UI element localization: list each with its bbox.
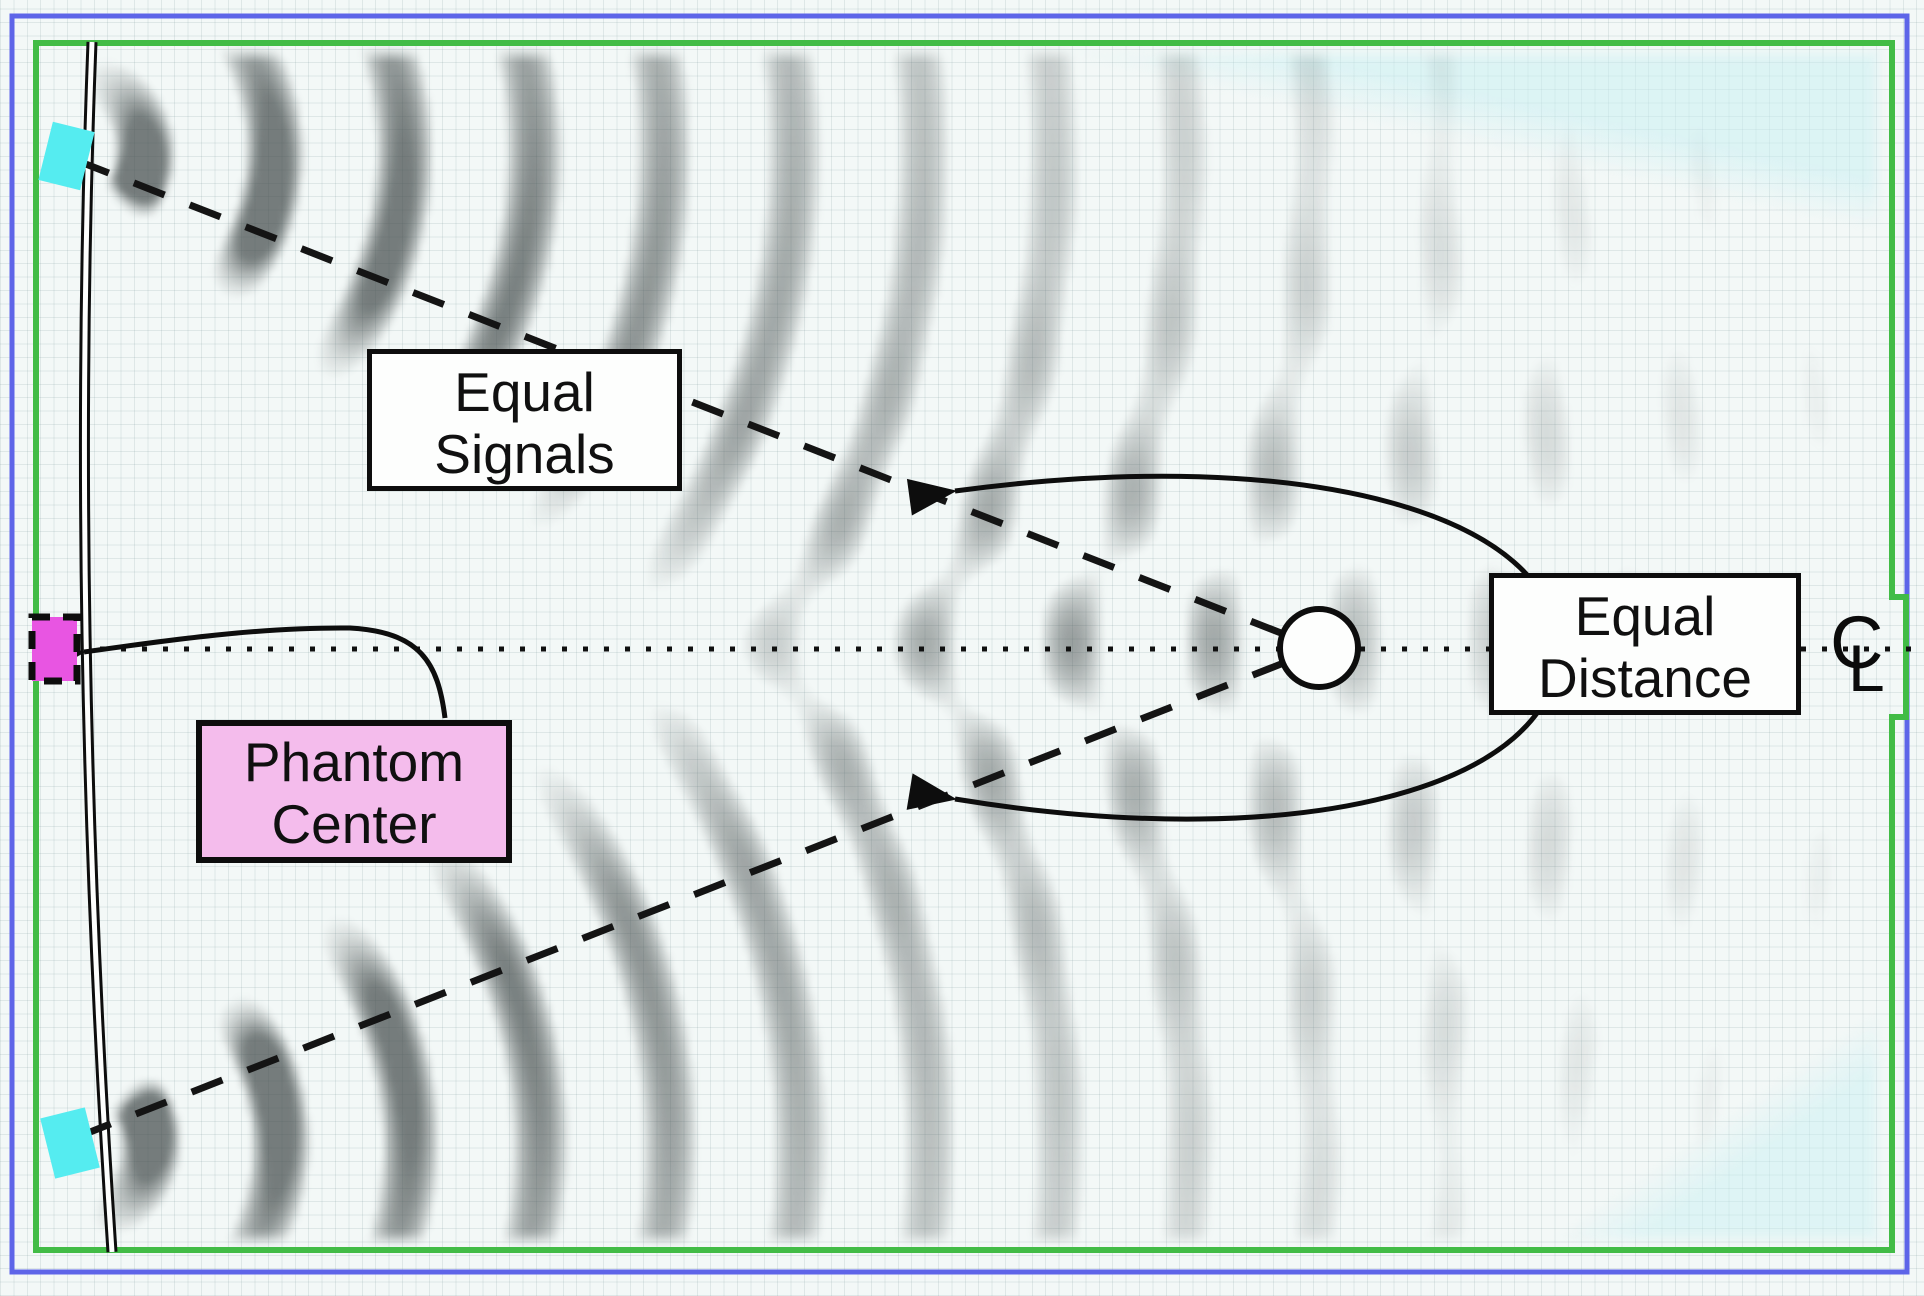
listener-circle: [1277, 606, 1361, 690]
left-speaker-top-icon: [38, 121, 95, 191]
inner-green-border: [33, 40, 1909, 1253]
baffle-arc-core: [81, 41, 115, 1253]
centerline-symbol: C L: [1830, 606, 1902, 702]
left-speaker-bottom-icon: [40, 1107, 100, 1179]
phantom-center-label: Phantom Center: [196, 720, 512, 863]
centerline-symbol-l: L: [1848, 631, 1885, 705]
phantom-center-line1: Phantom: [243, 731, 465, 793]
equal-signals-line1: Equal: [454, 361, 595, 423]
equal-signals-label: Equal Signals: [367, 349, 682, 491]
phantom-source-square: [28, 613, 81, 685]
equal-distance-label: Equal Distance: [1489, 573, 1801, 715]
equal-signals-line2: Signals: [434, 423, 615, 485]
phantom-center-line2: Center: [271, 793, 437, 855]
centerline-symbol-c: C: [1830, 601, 1884, 684]
equal-distance-line1: Equal: [1574, 585, 1716, 647]
phantom-center-arrow: [35, 625, 448, 719]
equal-distance-line2: Distance: [1538, 647, 1752, 709]
